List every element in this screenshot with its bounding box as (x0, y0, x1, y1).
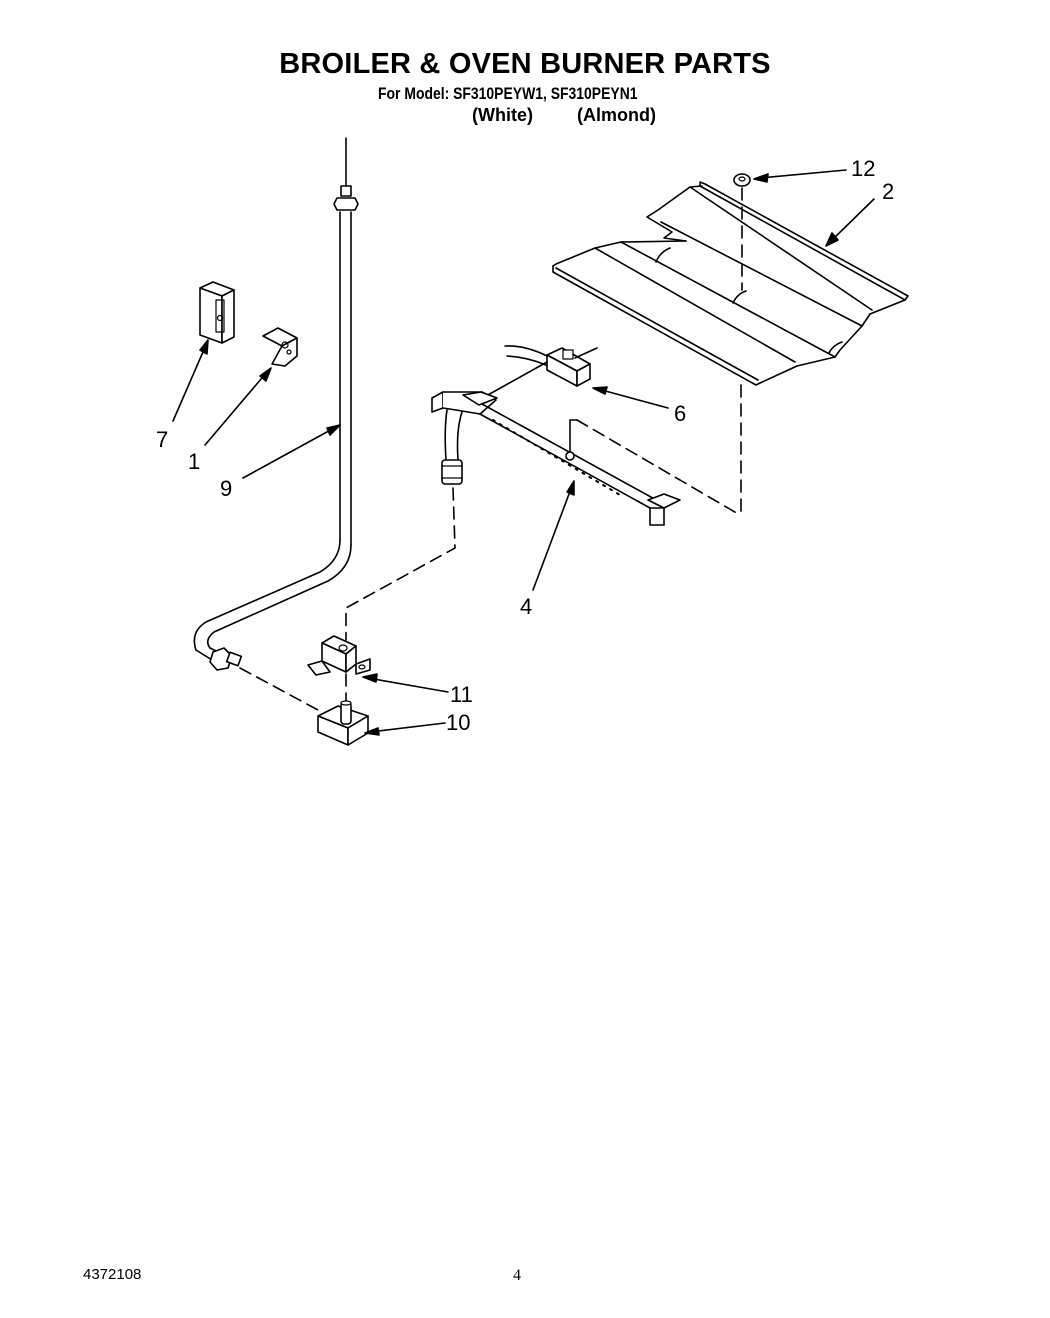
page-number: 4 (513, 1267, 521, 1284)
callout-11: 11 (450, 682, 473, 707)
leader-lines (172, 169, 875, 736)
callout-10: 10 (446, 710, 471, 735)
model-line: For Model: SF310PEYW1, SF310PEYN1 (378, 84, 638, 103)
callout-6: 6 (674, 401, 687, 426)
callout-1: 1 (188, 449, 201, 474)
callout-2: 2 (882, 179, 895, 204)
document-number: 4372108 (83, 1266, 142, 1283)
callout-4: 4 (520, 594, 533, 619)
broiler-burner-part-4 (345, 384, 742, 641)
callout-9: 9 (220, 476, 233, 501)
orifice-bracket-part-11 (307, 635, 371, 676)
igniter-block-part-7 (199, 281, 235, 344)
gas-tube-part-9 (193, 137, 359, 671)
igniter-part-6 (469, 345, 598, 406)
broiler-cover-part-2 (552, 181, 909, 386)
bracket-part-1 (262, 327, 298, 367)
callout-12: 12 (851, 156, 876, 181)
orifice-holder-part-10 (239, 667, 369, 746)
page-title: BROILER & OVEN BURNER PARTS (279, 48, 771, 80)
nut-part-12 (733, 173, 751, 291)
variant-white: (White) (472, 105, 533, 125)
variant-almond: (Almond) (577, 105, 656, 125)
callout-7: 7 (156, 427, 169, 452)
